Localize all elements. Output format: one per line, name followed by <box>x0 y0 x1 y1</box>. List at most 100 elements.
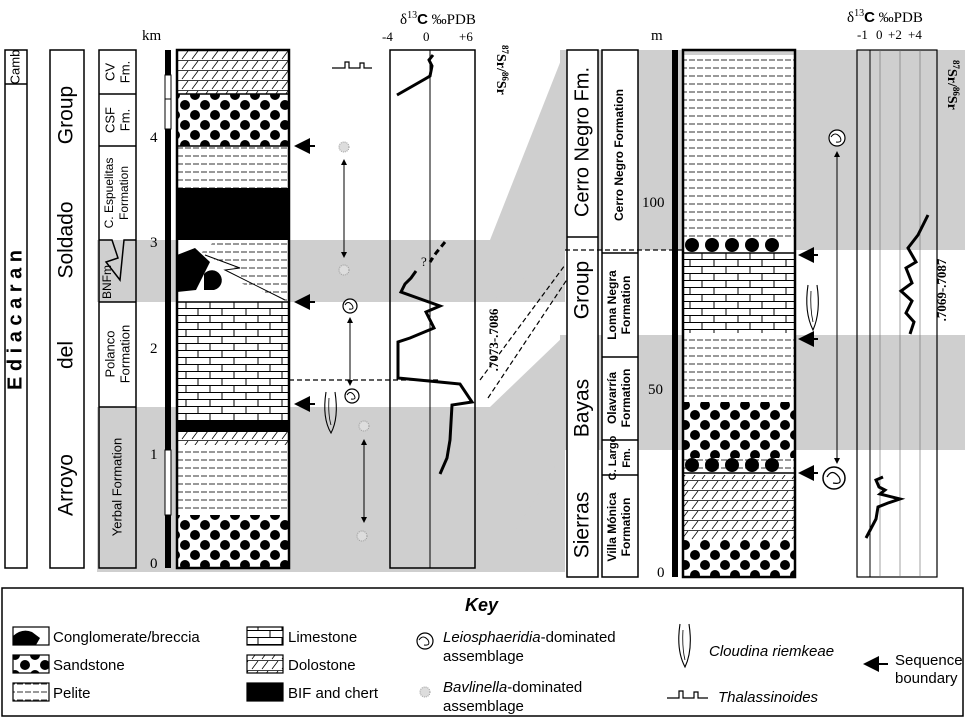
conglomerate-clast <box>745 458 759 472</box>
polanco-formation-label-2: Formation <box>117 325 132 384</box>
left-tick-3: 3 <box>150 235 158 251</box>
conglomerate-clast <box>705 458 719 472</box>
leiosphaeridia-icon <box>829 130 845 146</box>
right-scale-unit: m <box>651 28 663 44</box>
conglomerate-clast <box>685 458 699 472</box>
left-iso-tick-0: -4 <box>382 29 393 44</box>
olavarria-label-2: Formation <box>619 369 633 428</box>
leiosphaeridia-icon <box>345 389 359 403</box>
bavlinella-icon <box>339 142 349 152</box>
conglomerate-clast <box>705 238 719 252</box>
c-largo-label-2: Fm. <box>621 448 633 468</box>
bavlinella-icon <box>359 421 369 431</box>
bavlinella-icon <box>339 265 349 275</box>
cloudina-icon <box>807 285 819 330</box>
right-iso-tick-1: 0 <box>876 27 883 42</box>
right-d13c-curve-lower <box>866 477 900 538</box>
left-tick-1: 1 <box>150 447 158 463</box>
conglomerate-clast <box>765 238 779 252</box>
legend-label-conglomerate: Conglomerate/breccia <box>53 629 200 646</box>
left-sr-label: 87Sr/86Sr <box>493 45 510 95</box>
right-sr-value: .7069-.7087 <box>934 258 949 321</box>
cv-fm-label-2: Fm. <box>117 61 132 83</box>
left-tick-2: 2 <box>150 341 158 357</box>
right-group-group: Group <box>571 261 594 319</box>
legend-label-bavlinella: Bavlinella-dominated <box>443 679 582 696</box>
conglomerate-clast <box>725 238 739 252</box>
loma-negra-label-2: Formation <box>619 276 633 335</box>
legend-label-sandstone: Sandstone <box>53 657 125 674</box>
key-title: Key <box>465 595 499 615</box>
villa-monica-label-2: Formation <box>619 498 633 557</box>
polanco-formation-label-1: Polanco <box>102 331 117 378</box>
olavarria-label-1: Olavarría <box>605 372 619 424</box>
legend-label-dolostone: Dolostone <box>288 657 356 674</box>
cerro-negro-fm-label: Cerro Negro Fm. <box>571 67 593 217</box>
cv-fm-label-1: CV <box>102 63 117 81</box>
left-iso-tick-1: 0 <box>423 29 430 44</box>
left-d13c-curve <box>397 55 433 95</box>
legend-key: Key Conglomerate/breccia Sandstone Pelit… <box>2 588 963 716</box>
right-iso-tick-2: +2 <box>888 27 902 42</box>
leiosphaeridia-icon <box>823 467 845 489</box>
legend-label-leiosphaeridia-2: assemblage <box>443 648 524 665</box>
espuelitas-formation-label-2: Formation <box>117 166 131 220</box>
bavlinella-icon <box>357 531 367 541</box>
right-group-column: Cerro Negro Fm. Sierras Bayas Group <box>567 50 598 577</box>
right-formation-column: Villa Mónica Formation C. Largo Fm. Olav… <box>602 50 638 577</box>
legend-label-boundary: boundary <box>895 670 958 687</box>
left-iso-tick-2: +6 <box>459 29 473 44</box>
right-tick-50: 50 <box>648 382 663 398</box>
thalassinoides-trace-left <box>332 62 372 68</box>
bavlinella-icon <box>420 687 430 697</box>
legend-label-leiosphaeridia: Leiosphaeridia-dominated <box>443 629 616 646</box>
legend-item-bif: BIF and chert <box>247 683 379 702</box>
left-group-group: Group <box>55 86 78 144</box>
left-era-column: E d i a c a r a n Camb <box>4 50 27 568</box>
csf-fm-label-2: Fm. <box>117 109 132 131</box>
legend-item-dolostone: Dolostone <box>247 655 356 674</box>
right-iso-tick-0: -1 <box>857 27 868 42</box>
right-group-bayas: Bayas <box>571 379 594 437</box>
era-ediacaran-label: E d i a c a r a n <box>4 250 26 390</box>
right-lithology-column <box>683 50 795 577</box>
bnfm-label: BNFm <box>100 265 114 299</box>
cerro-negro-formation-label: Cerro Negro Formation <box>612 89 626 221</box>
left-question-mark: ? <box>421 254 427 269</box>
villa-monica-label-1: Villa Mónica <box>605 492 619 561</box>
conglomerate-clast <box>765 458 779 472</box>
legend-item-limestone: Limestone <box>247 627 357 646</box>
left-tick-0: 0 <box>150 556 158 572</box>
legend-label-pelite: Pelite <box>53 685 91 702</box>
left-scale-unit: km <box>142 28 162 44</box>
legend-label-sequence: Sequence <box>895 652 963 669</box>
conglomerate-clast <box>685 238 699 252</box>
espuelitas-formation-label-1: C. Espuelitas <box>102 158 116 229</box>
conglomerate-clast <box>725 458 739 472</box>
cambrian-label: Camb <box>7 50 22 85</box>
loma-negra-label-1: Loma Negra <box>605 270 619 340</box>
leiosphaeridia-icon <box>343 299 357 313</box>
right-iso-tick-3: +4 <box>908 27 922 42</box>
left-group-column: Arroyo del Soldado Group <box>50 50 84 568</box>
legend-label-limestone: Limestone <box>288 629 357 646</box>
right-isotope-title: δ13C ‰PDB <box>847 8 923 26</box>
yerbal-formation-label: Yerbal Formation <box>109 438 124 537</box>
right-tick-100: 100 <box>642 195 665 211</box>
left-group-soldado: Soldado <box>55 201 78 278</box>
legend-label-cloudina: Cloudina riemkeae <box>709 643 834 660</box>
legend-label-bif: BIF and chert <box>288 685 379 702</box>
left-group-arroyo: Arroyo <box>55 454 78 516</box>
left-sr-value: .7073-.7086 <box>486 308 501 371</box>
legend-label-bavlinella-2: assemblage <box>443 698 524 715</box>
legend-item-conglomerate: Conglomerate/breccia <box>13 627 200 646</box>
right-tick-0: 0 <box>657 565 665 581</box>
right-group-sierras: Sierras <box>571 492 594 559</box>
left-isotope-title: δ13C ‰PDB <box>400 10 476 28</box>
left-group-del: del <box>55 341 78 369</box>
legend-item-sandstone: Sandstone <box>13 655 125 674</box>
legend-label-thalassinoides: Thalassinoides <box>718 689 819 706</box>
left-lithology-column <box>177 50 289 568</box>
